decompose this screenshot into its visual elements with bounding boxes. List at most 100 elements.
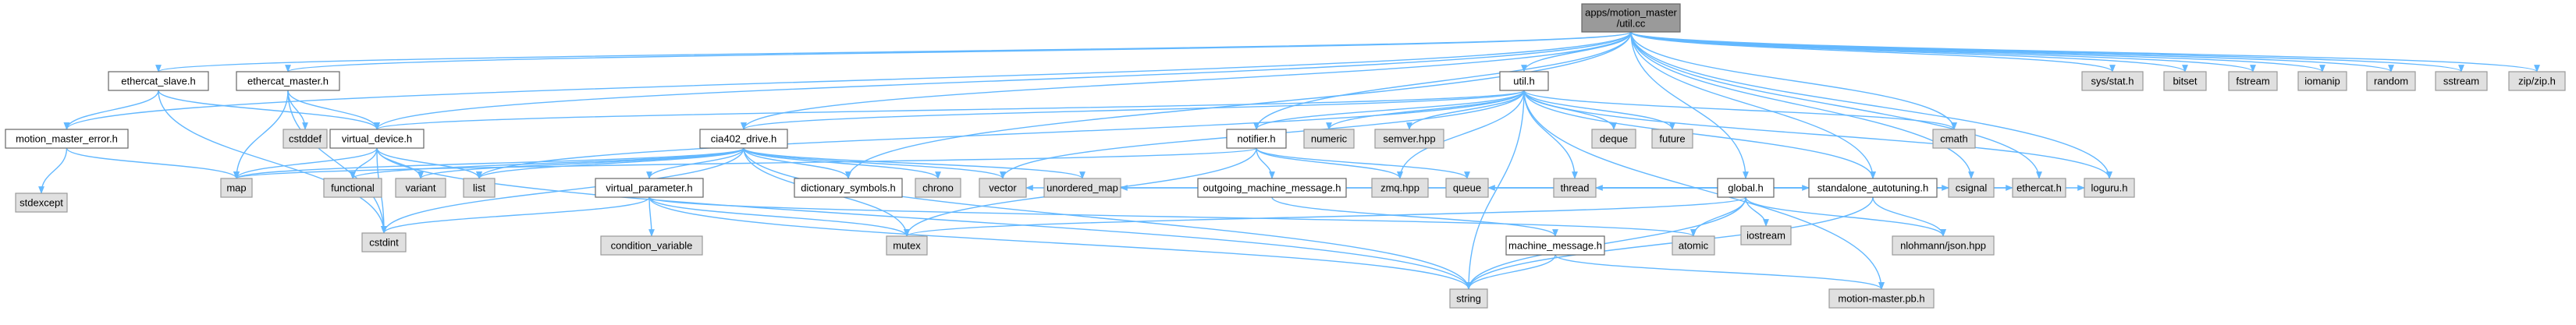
node-condition-variable: condition_variable: [600, 235, 703, 256]
edge-line: [1523, 90, 1578, 179]
edge-notifier-to-queue: [1256, 147, 1470, 179]
edge-notifier-to-outgoing_machine_message: [1256, 147, 1275, 179]
edge-line: [648, 196, 910, 237]
node-box: [1672, 235, 1715, 256]
node-util[interactable]: util.h: [1499, 71, 1549, 91]
edge-line: [1745, 196, 1769, 227]
node-box: [220, 178, 253, 198]
node-standalone-autotuning[interactable]: standalone_autotuning.h: [1808, 178, 1938, 198]
edge-line: [1630, 31, 1749, 179]
node-outgoing-machine-message[interactable]: outgoing_machine_message.h: [1197, 178, 1347, 198]
node-unordered-map: unordered_map: [1043, 178, 1121, 198]
node-stdexcept: stdexcept: [15, 193, 68, 213]
node-label: loguru.h: [2091, 182, 2128, 194]
node-box: [2435, 71, 2488, 91]
edge-cia402_drive-to-list: [476, 147, 744, 179]
node-zmq: zmq.hpp: [1371, 178, 1429, 198]
node-atomic: atomic: [1672, 235, 1715, 256]
edge-line: [743, 147, 1085, 179]
edge-ethercat_master-to-virtual_device: [287, 90, 380, 130]
edge-line: [63, 90, 159, 130]
edge-line: [1523, 90, 1885, 290]
node-box: [329, 129, 425, 149]
node-label: future: [1659, 133, 1685, 145]
node-dictionary-symbols[interactable]: dictionary_symbols.h: [794, 178, 903, 198]
edge-util-to-motion_master_pb: [1523, 90, 1885, 290]
edge-line: [1466, 196, 1746, 290]
edge-root-to-cmath: [1630, 31, 1957, 130]
node-box: [1932, 129, 1976, 149]
node-box: [1581, 3, 1681, 33]
node-notifier[interactable]: notifier.h: [1226, 129, 1287, 149]
node-virtual-parameter[interactable]: virtual_parameter.h: [595, 178, 704, 198]
node-label: virtual_device.h: [342, 133, 412, 145]
edge-root-to-random: [1630, 31, 2394, 72]
node-ethercat-slave[interactable]: ethercat_slave.h: [108, 71, 209, 91]
node-machine-message[interactable]: machine_message.h: [1505, 235, 1605, 256]
node-box: [282, 129, 328, 149]
node-label: bitset: [2173, 76, 2197, 87]
edge-line: [1466, 196, 1874, 290]
node-numeric: numeric: [1303, 129, 1355, 149]
node-thread: thread: [1553, 178, 1597, 198]
node-box: [236, 71, 340, 91]
edge-util-to-string: [1466, 90, 1525, 290]
edge-root-to-dictionary_symbols: [845, 31, 1632, 179]
node-label: ethercat_master.h: [247, 76, 329, 87]
node-box: [1043, 178, 1121, 198]
edge-virtual_parameter-to-condition_variable: [648, 196, 655, 237]
edge-root-to-global: [1630, 31, 1749, 179]
node-cmath: cmath: [1932, 129, 1976, 149]
node-label: semver.hpp: [1383, 133, 1435, 145]
node-box: [2084, 178, 2135, 198]
node-root[interactable]: apps/motion_master/util.cc: [1581, 3, 1681, 33]
node-label: functional: [331, 182, 375, 194]
edge-line: [155, 31, 1632, 72]
node-label: zmq.hpp: [1380, 182, 1419, 194]
node-motion-master-error[interactable]: motion_master_error.h: [5, 129, 129, 149]
node-label: queue: [1453, 182, 1481, 194]
edge-root-to-sstream: [1630, 31, 2464, 72]
node-box: [1499, 71, 1549, 91]
node-box: [1892, 235, 1995, 256]
node-label: machine_message.h: [1508, 240, 1602, 252]
node-label: /util.cc: [1617, 18, 1646, 30]
node-box: [794, 178, 903, 198]
edge-line: [1466, 254, 1556, 290]
edge-line: [158, 90, 387, 234]
node-label: cia402_drive.h: [711, 133, 777, 145]
node-ethercat-master[interactable]: ethercat_master.h: [236, 71, 340, 91]
edge-virtual_device-to-string: [376, 147, 1472, 290]
edge-root-to-zip: [1630, 31, 2540, 72]
node-global[interactable]: global.h: [1717, 178, 1775, 198]
node-sys-stat: sys/stat.h: [2081, 71, 2144, 91]
node-box: [600, 235, 703, 256]
node-cia402-drive[interactable]: cia402_drive.h: [699, 129, 788, 149]
node-label: variant: [405, 182, 435, 194]
edge-cia402_drive-to-vector: [743, 147, 1006, 179]
node-label: unordered_map: [1046, 182, 1118, 194]
edge-root-to-loguru: [1630, 31, 2112, 179]
node-loguru: loguru.h: [2084, 178, 2135, 198]
node-motion-master-pb: motion-master.pb.h: [1828, 288, 1935, 309]
edge-line: [1256, 147, 1470, 179]
edge-root-to-ethercat_master: [285, 31, 1632, 72]
edge-machine_message-to-motion_master_pb: [1554, 254, 1885, 290]
node-functional: functional: [323, 178, 382, 198]
edge-line: [646, 147, 744, 179]
edge-virtual_parameter-to-cstdint: [381, 196, 650, 234]
node-map: map: [220, 178, 253, 198]
node-box: [1651, 129, 1693, 149]
node-box: [323, 178, 382, 198]
node-label: map: [226, 182, 246, 194]
node-cstddef: cstddef: [282, 129, 328, 149]
edge-line: [743, 147, 851, 179]
edge-line: [66, 147, 240, 179]
node-box: [1740, 225, 1792, 246]
node-chrono: chrono: [915, 178, 961, 198]
node-virtual-device[interactable]: virtual_device.h: [329, 129, 425, 149]
edge-notifier-to-zmq: [1256, 147, 1403, 179]
edge-root-to-ethercat_h: [1630, 31, 2042, 179]
edge-line: [285, 31, 1632, 72]
node-box: [108, 71, 209, 91]
